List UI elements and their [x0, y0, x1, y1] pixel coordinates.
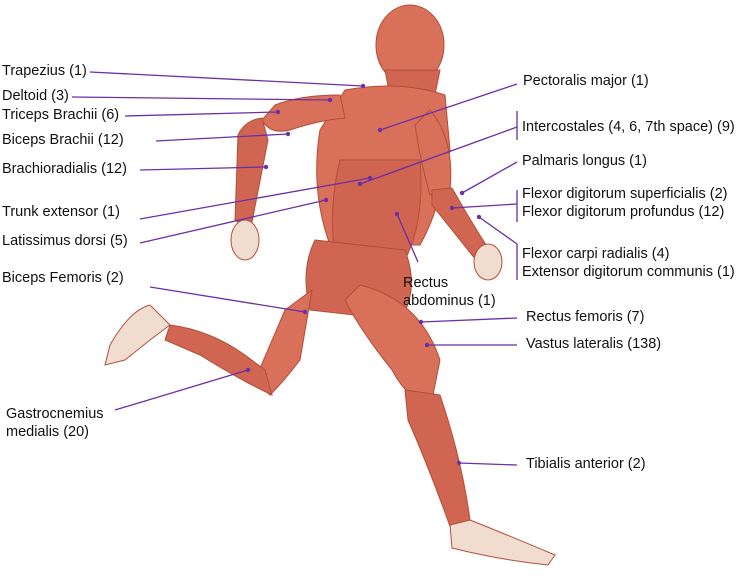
label-triceps: Triceps Brachii (6)	[2, 107, 120, 123]
label-biceps-femoris: Biceps Femoris (2)	[2, 270, 124, 286]
leader-lines	[71, 71, 518, 466]
leader-rectus-abdominus	[396, 213, 419, 263]
dot-trunk-extensor	[367, 175, 373, 181]
leader-triceps	[124, 111, 279, 117]
label-gastrocnemius-line1: Gastrocnemius	[6, 406, 104, 422]
label-trunk-extensor: Trunk extensor (1)	[2, 204, 120, 220]
label-pectoralis: Pectoralis major (1)	[523, 73, 649, 89]
left-thigh	[254, 288, 313, 396]
dot-trapezius	[360, 83, 366, 89]
leader-intercostales	[359, 126, 518, 185]
leader-tibialis	[458, 462, 518, 466]
dot-biceps-femoris	[302, 309, 308, 315]
dot-vastus-lateralis	[424, 342, 430, 348]
right-foot	[449, 519, 556, 566]
leader-biceps-brachii	[155, 133, 289, 142]
label-extensor-digitorum: Extensor digitorum communis (1)	[522, 264, 735, 280]
left-hand	[230, 219, 260, 261]
right-shin	[404, 389, 471, 533]
leader-trapezius	[89, 71, 364, 87]
leader-deltoid	[71, 96, 331, 101]
label-trapezius: Trapezius (1)	[2, 63, 87, 79]
label-intercostales: Intercostales (4, 6, 7th space) (9)	[522, 119, 735, 135]
label-rectus-abdominus-line2: abdominus (1)	[403, 293, 496, 309]
label-tibialis: Tibialis anterior (2)	[526, 456, 646, 472]
label-flexor-superficialis: Flexor digitorum superficialis (2)	[522, 186, 728, 202]
leader-brachioradialis	[139, 166, 267, 171]
leader-flexor-carpi	[478, 216, 518, 245]
right-hand	[473, 243, 503, 281]
left-shin	[164, 324, 273, 396]
label-gastrocnemius-line2: medialis (20)	[6, 424, 89, 440]
dot-rectus-abdominus	[394, 211, 400, 217]
leader-palmaris	[461, 161, 518, 194]
label-vastus-lateralis: Vastus lateralis (138)	[526, 336, 662, 352]
dot-tibialis	[456, 460, 462, 466]
label-brachioradialis: Brachioradialis (12)	[2, 161, 127, 177]
label-flexor-profundus: Flexor digitorum profundus (12)	[522, 204, 725, 220]
label-deltoid: Deltoid (3)	[2, 88, 69, 104]
dot-intercostales	[357, 181, 363, 187]
label-rectus-abdominus-line1: Rectus	[403, 275, 449, 291]
label-rectus-femoris: Rectus femoris (7)	[526, 309, 645, 325]
label-palmaris: Palmaris longus (1)	[522, 153, 647, 169]
label-biceps-brachii: Biceps Brachii (12)	[2, 132, 124, 148]
dot-deltoid	[327, 97, 333, 103]
left-foot	[104, 304, 171, 366]
dot-pectoralis	[377, 127, 383, 133]
dot-flexor-carpi	[476, 214, 482, 220]
dot-brachioradialis	[263, 164, 269, 170]
leader-pectoralis	[379, 83, 518, 131]
dot-triceps	[275, 109, 281, 115]
dot-gastrocnemius	[245, 367, 251, 373]
label-flexor-carpi: Flexor carpi radialis (4)	[522, 246, 670, 262]
dot-latissimus	[323, 197, 329, 203]
dot-biceps-brachii	[285, 131, 291, 137]
label-latissimus: Latissimus dorsi (5)	[2, 233, 128, 249]
leader-rectus-femoris	[420, 317, 518, 323]
anchor-dots	[245, 83, 482, 466]
runner-body	[104, 4, 556, 566]
leader-trunk-extensor	[139, 177, 371, 220]
dot-flexor-digitorum	[449, 205, 455, 211]
dot-rectus-femoris	[418, 319, 424, 325]
leader-gastrocnemius	[114, 369, 249, 411]
leader-biceps-femoris	[149, 286, 306, 313]
left-forearm	[234, 117, 269, 225]
left-upper-arm	[261, 94, 346, 132]
dot-palmaris	[459, 190, 465, 196]
leader-flexor-digitorum	[451, 203, 518, 209]
leader-latissimus	[139, 199, 327, 244]
